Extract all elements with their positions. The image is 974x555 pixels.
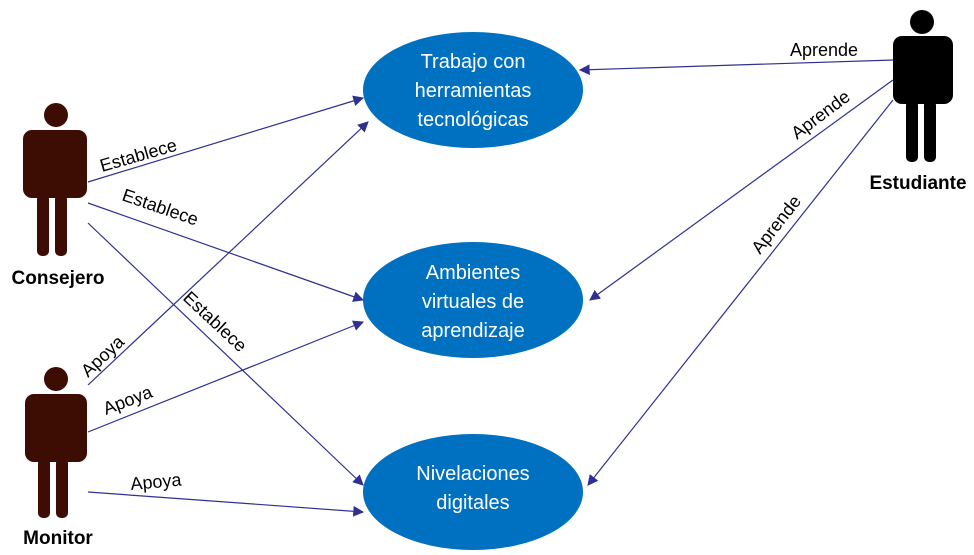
usecase-line: virtuales de <box>422 291 524 313</box>
usecase-line: Nivelaciones <box>416 463 529 485</box>
usecase-line: tecnológicas <box>417 109 528 131</box>
person-icon <box>23 103 87 256</box>
edge-consejero-trabajo <box>87 95 365 183</box>
actor-label: Monitor <box>23 528 93 549</box>
label-apoya-3: Apoya <box>130 470 184 494</box>
edge-consejero-nivelaciones <box>87 222 364 486</box>
actor-consejero: Consejero <box>12 103 105 289</box>
usecase-line: aprendizaje <box>421 320 524 342</box>
usecase-ellipse <box>363 32 583 148</box>
actor-label: Estudiante <box>869 173 966 194</box>
usecase-ellipse <box>363 242 583 358</box>
usecase-line: Ambientes <box>426 262 521 284</box>
actor-estudiante: Estudiante <box>869 10 967 194</box>
usecase-ellipse <box>363 434 583 550</box>
edge-estudiante-trabajo <box>578 59 894 76</box>
usecase-line: Trabajo con <box>421 51 526 73</box>
label-aprende-2: Aprende <box>787 86 853 143</box>
usecase-nivelaciones: Nivelaciones digitales <box>363 434 583 550</box>
usecase-trabajo: Trabajo con herramientas tecnológicas <box>363 32 583 148</box>
actor-label: Consejero <box>12 268 105 289</box>
usecase-line: digitales <box>436 492 509 514</box>
label-apoya-2: Apoya <box>100 381 156 418</box>
label-aprende-1: Aprende <box>790 40 858 60</box>
usecase-ambientes: Ambientes virtuales de aprendizaje <box>363 242 583 358</box>
edges <box>87 59 894 517</box>
person-icon <box>893 10 953 162</box>
label-establece-2: Establece <box>120 185 201 230</box>
edge-monitor-ambientes <box>87 320 365 433</box>
edge-estudiante-nivelaciones <box>587 99 894 486</box>
person-icon <box>25 367 87 518</box>
label-establece-3: Establece <box>179 287 250 356</box>
edge-estudiante-ambientes <box>589 79 894 301</box>
actor-monitor: Monitor <box>23 367 93 549</box>
label-establece-1: Establece <box>98 135 180 176</box>
edge-monitor-trabajo <box>87 121 369 386</box>
edge-monitor-nivelaciones <box>87 491 365 517</box>
label-apoya-1: Apoya <box>77 331 129 381</box>
usecase-line: herramientas <box>415 80 532 102</box>
edge-consejero-ambientes <box>87 202 365 302</box>
